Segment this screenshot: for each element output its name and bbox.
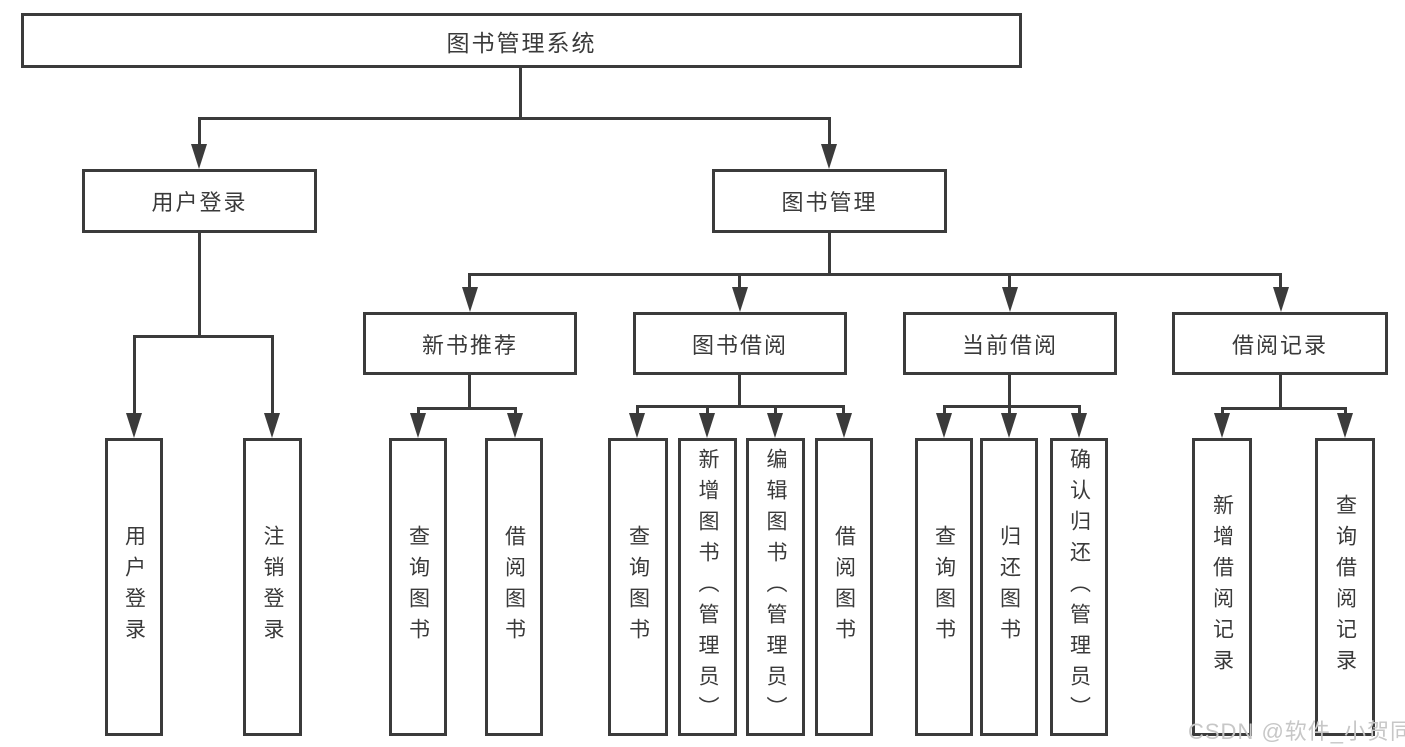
arrow-down-icon [767,413,783,438]
arrow-down-icon [732,287,748,312]
leaf-add-borrow-record: 新增借阅记录 [1192,438,1252,736]
arrow-down-icon [1337,413,1353,438]
node-label: 图书借阅 [691,332,788,358]
connector-line [1279,273,1282,289]
connector-line [1344,407,1347,417]
leaf-label: 注销登录 [261,525,284,649]
leaf-edit-books-admin: 编辑图书（管理员） [746,438,805,736]
connector-line [706,405,709,415]
leaf-borrow-books: 借阅图书 [815,438,873,736]
connector-line [198,117,201,146]
leaf-label: 借阅图书 [502,525,526,649]
leaf-label: 编辑图书（管理员） [764,447,787,727]
node-label: 当前借阅 [961,332,1058,358]
arrow-down-icon [1214,413,1230,438]
connector-line [1221,407,1347,410]
node-label: 用户登录 [151,190,248,215]
connector-line [469,273,1282,276]
leaf-label: 用户登录 [122,525,146,649]
arrow-down-icon [410,413,426,438]
node-library-management-system: 图书管理系统 [21,13,1022,68]
arrow-down-icon [1001,413,1017,438]
connector-line [198,117,831,120]
connector-line [468,273,471,289]
arrow-down-icon [936,413,952,438]
connector-line [1008,405,1011,415]
node-new-book-recommendation: 新书推荐 [363,312,577,375]
leaf-borrow-books-recommend: 借阅图书 [485,438,543,736]
connector-line [417,407,420,417]
node-label: 图书管理 [781,190,878,215]
connector-line [198,233,201,337]
connector-line [1279,375,1282,409]
arrow-down-icon [264,413,280,438]
connector-line [1221,407,1224,417]
connector-line [943,405,946,415]
arrow-down-icon [126,413,142,438]
leaf-query-books-borrowing: 查询图书 [608,438,668,736]
leaf-return-books: 归还图书 [980,438,1038,736]
leaf-add-books-admin: 新增图书（管理员） [678,438,737,736]
leaf-confirm-return-admin: 确认归还（管理员） [1050,438,1108,736]
connector-line [738,273,741,289]
node-label: 图书管理系统 [446,29,597,56]
leaf-query-books-recommend: 查询图书 [389,438,447,736]
connector-line [514,407,517,417]
arrow-down-icon [191,144,207,169]
connector-line [133,335,274,338]
node-current-borrowing: 当前借阅 [903,312,1117,375]
arrow-down-icon [507,413,523,438]
csdn-watermark: CSDN @软件_小贺同学 [1188,719,1405,744]
arrow-down-icon [629,413,645,438]
connector-line [1078,405,1081,415]
leaf-label: 借阅图书 [832,525,856,649]
node-label: 借阅记录 [1231,332,1328,358]
arrow-down-icon [1273,287,1289,312]
connector-line [417,407,517,410]
connector-line [943,405,1081,408]
leaf-user-login: 用户登录 [105,438,163,736]
connector-line [636,405,639,415]
node-label: 新书推荐 [421,332,518,358]
arrow-down-icon [821,144,837,169]
node-book-management: 图书管理 [712,169,947,233]
connector-line [133,335,136,415]
leaf-label: 确认归还（管理员） [1067,447,1091,727]
arrow-down-icon [462,287,478,312]
leaf-label: 查询图书 [932,525,956,649]
leaf-label: 新增借阅记录 [1210,494,1234,680]
arrow-down-icon [1071,413,1087,438]
connector-line [636,405,845,408]
leaf-query-borrow-record: 查询借阅记录 [1315,438,1375,736]
connector-line [828,117,831,146]
arrow-down-icon [1002,287,1018,312]
leaf-logout: 注销登录 [243,438,302,736]
connector-line [828,233,831,275]
node-book-borrowing: 图书借阅 [633,312,847,375]
connector-line [842,405,845,415]
leaf-label: 查询图书 [406,525,430,649]
arrow-down-icon [699,413,715,438]
node-user-login: 用户登录 [82,169,317,233]
connector-line [774,405,777,415]
arrow-down-icon [836,413,852,438]
connector-line [519,68,522,119]
connector-line [1008,273,1011,289]
leaf-label: 查询图书 [626,525,650,649]
connector-line [271,335,274,415]
leaf-query-books-current: 查询图书 [915,438,973,736]
node-borrowing-records: 借阅记录 [1172,312,1388,375]
leaf-label: 归还图书 [997,525,1021,649]
connector-line [738,375,741,407]
connector-line [1008,375,1011,407]
leaf-label: 新增图书（管理员） [696,447,719,727]
connector-line [468,375,471,409]
leaf-label: 查询借阅记录 [1333,494,1357,680]
